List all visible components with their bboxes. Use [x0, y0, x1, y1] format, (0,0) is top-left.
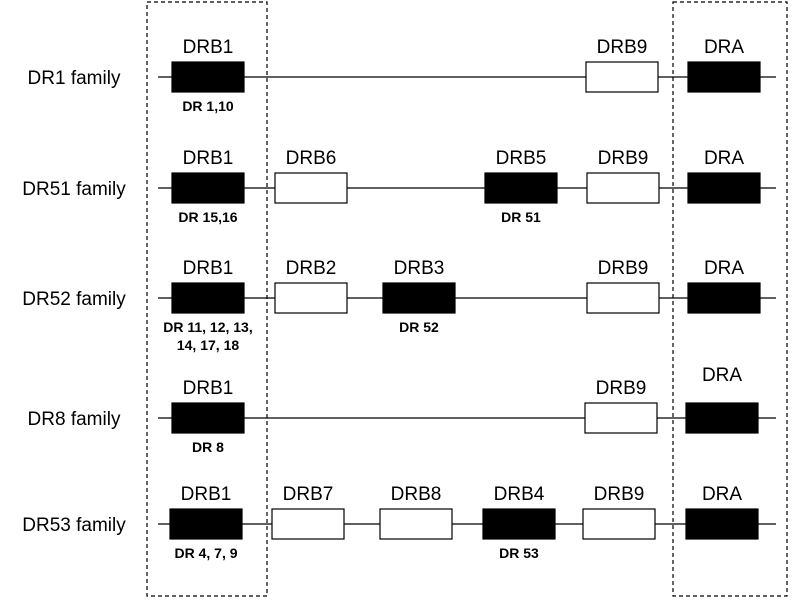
gene-label: DRA [704, 148, 744, 169]
gene-box-drb9 [586, 282, 660, 314]
gene-label: DRB9 [597, 37, 648, 58]
family-row: DR53 family DRB1 DR 4, 7, 9 DRB7 DRB8 DRB4 DR … [22, 484, 776, 561]
gene-box-dra [685, 508, 759, 540]
gene-label: DRB1 [183, 148, 234, 169]
family-row: DR51 family DRB1 DR 15,16 DRB6 DRB5 DR 51 DRB9… [22, 148, 776, 225]
gene-box-drb1 [171, 172, 245, 204]
gene-label: DRA [704, 37, 744, 58]
gene-box-drb1 [171, 61, 245, 93]
family-label: DR53 family [22, 515, 126, 536]
gene-label: DRB2 [286, 258, 337, 279]
family-label: DR8 family [28, 409, 121, 430]
gene-label: DRB7 [283, 484, 334, 505]
gene-label: DRB9 [598, 258, 649, 279]
gene-label: DRB4 [494, 484, 545, 505]
gene-label: DRB9 [596, 378, 647, 399]
family-label: DR1 family [28, 68, 121, 89]
gene-box-drb6 [274, 172, 348, 204]
allele-label: DR 52 [399, 319, 439, 335]
family-row: DR8 family DRB1 DR 8 DRB9 DRA [28, 365, 776, 455]
gene-box-drb9 [584, 402, 658, 434]
allele-label: DR 1,10 [182, 98, 234, 114]
gene-label: DRA [704, 258, 744, 279]
gene-label: DRA [702, 365, 742, 386]
gene-box-drb8 [379, 508, 453, 540]
allele-label: DR 4, 7, 9 [174, 545, 237, 561]
allele-label: DR 8 [192, 439, 224, 455]
gene-label: DRB9 [594, 484, 645, 505]
allele-label: DR 11, 12, 13, [163, 319, 253, 335]
dra-region-box [672, 1, 788, 597]
gene-box-drb1 [169, 508, 243, 540]
gene-label: DRB8 [391, 484, 442, 505]
allele-label: DR 53 [499, 545, 539, 561]
gene-label: DRB5 [496, 148, 547, 169]
family-label: DR51 family [22, 179, 126, 200]
gene-box-drb9 [582, 508, 656, 540]
family-row: DR52 family DRB1 DR 11, 12, 13, 14, 17, 18 D… [22, 258, 776, 353]
gene-label: DRB1 [181, 484, 232, 505]
gene-label: DRB1 [183, 378, 234, 399]
family-row: DR1 family DRB1 DR 1,10 DRB9 DRA [28, 37, 776, 114]
gene-box-dra [687, 61, 761, 93]
gene-box-dra [687, 172, 761, 204]
gene-box-drb1 [171, 402, 245, 434]
allele-label: 14, 17, 18 [177, 337, 239, 353]
gene-box-dra [687, 282, 761, 314]
allele-label: DR 51 [501, 209, 541, 225]
gene-label: DRB1 [183, 258, 234, 279]
gene-label: DRA [702, 484, 742, 505]
family-label: DR52 family [22, 289, 126, 310]
gene-label: DRB9 [598, 148, 649, 169]
gene-box-drb1 [171, 282, 245, 314]
gene-box-drb5 [484, 172, 558, 204]
allele-label: DR 15,16 [178, 209, 237, 225]
gene-label: DRB1 [183, 37, 234, 58]
drb1-region-box [146, 1, 268, 597]
gene-box-drb9 [585, 61, 659, 93]
gene-box-drb2 [274, 282, 348, 314]
gene-label: DRB3 [394, 258, 445, 279]
gene-label: DRB6 [286, 148, 337, 169]
gene-box-drb4 [482, 508, 556, 540]
gene-box-drb9 [586, 172, 660, 204]
gene-box-drb7 [271, 508, 345, 540]
gene-box-dra [685, 402, 759, 434]
gene-box-drb3 [382, 282, 456, 314]
